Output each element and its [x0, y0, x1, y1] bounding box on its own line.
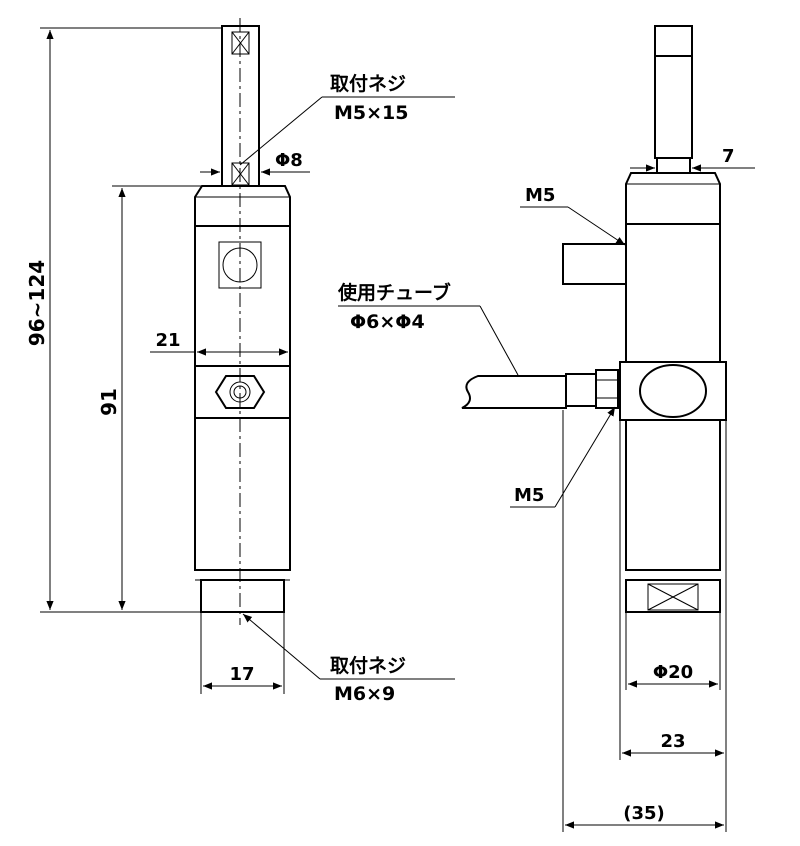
- side-body-upper: [625, 223, 721, 363]
- width-21-label: 21: [155, 330, 180, 351]
- side-body-lower: [625, 419, 721, 571]
- port-m5-lower-label: M5: [514, 485, 544, 506]
- side-fitting-body: [565, 373, 597, 407]
- width-35-label: (35): [623, 803, 665, 824]
- mount-screw-bottom-leader: [242, 613, 321, 680]
- side-rod-flat: [656, 157, 691, 174]
- front-dimensions: 96~124 91 21 17 Φ8 取付ネジ M5×15 取付ネジ M6×9: [25, 27, 455, 705]
- width-17-label: 17: [229, 664, 254, 685]
- dia-20-label: Φ20: [653, 662, 693, 683]
- side-fitting-nut: [595, 369, 619, 409]
- dia-8-label: Φ8: [275, 150, 303, 171]
- tube-leader: [479, 305, 519, 376]
- overall-length-label: 96~124: [25, 260, 49, 346]
- side-tube: [461, 375, 567, 409]
- side-dimensions: 7 M5 使用チューブ Φ6×Φ4 M5 Φ20 23 (35): [337, 146, 755, 832]
- front-hex-fitting: [214, 375, 266, 409]
- side-port-block: [562, 243, 627, 285]
- mount-screw-bottom-title: 取付ネジ: [330, 654, 406, 677]
- side-bottom-flat: [647, 583, 699, 611]
- dim-7-label: 7: [722, 146, 735, 167]
- side-bottom-boss: [625, 579, 721, 613]
- mount-screw-top-title: 取付ネジ: [330, 72, 406, 95]
- side-rod-top: [654, 25, 693, 57]
- side-head-nut: [625, 172, 721, 225]
- side-rod: [654, 55, 693, 159]
- side-view: [461, 25, 727, 613]
- front-head-nut: [194, 185, 291, 227]
- port-m5-lower-leader: [554, 406, 616, 508]
- mount-screw-bottom-spec: M6×9: [334, 683, 395, 705]
- width-23-label: 23: [660, 731, 685, 752]
- front-body-upper: [194, 225, 291, 367]
- body-length-label: 91: [97, 388, 121, 416]
- port-m5-upper-label: M5: [525, 185, 555, 206]
- side-middle-ring: [619, 361, 727, 421]
- side-ring-boss: [639, 364, 707, 418]
- port-m5-upper-leader: [567, 206, 626, 246]
- front-bottom-boss: [200, 579, 285, 613]
- front-body-lower: [194, 417, 291, 571]
- tube-title: 使用チューブ: [337, 281, 451, 304]
- front-middle-ring: [194, 365, 291, 419]
- mount-screw-top-spec: M5×15: [334, 102, 409, 124]
- mount-screw-top-leader: [239, 96, 323, 166]
- front-view: [194, 18, 291, 625]
- tube-spec: Φ6×Φ4: [350, 311, 425, 333]
